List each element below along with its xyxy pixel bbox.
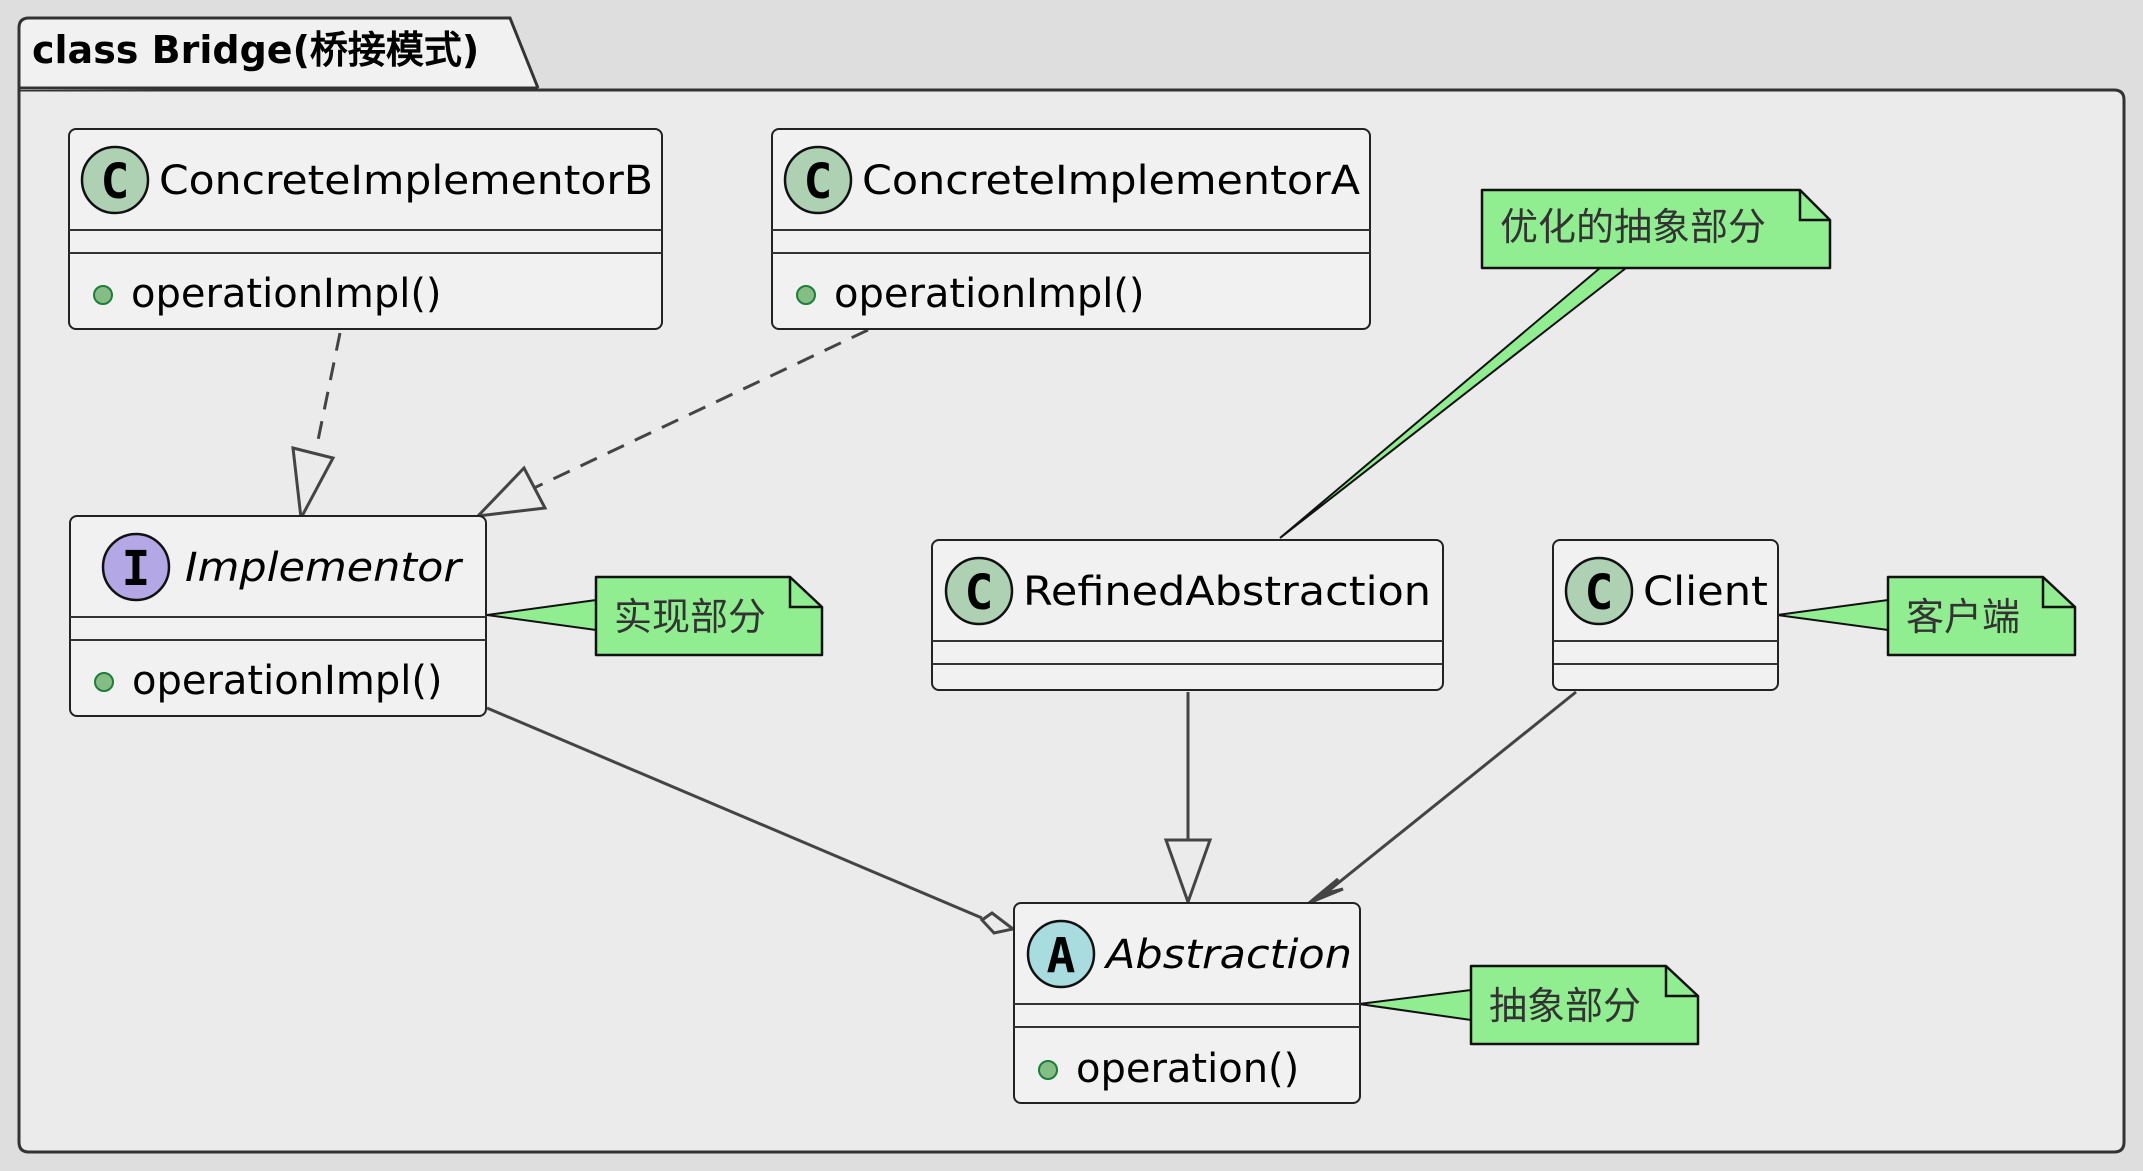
relationships <box>291 267 1889 1022</box>
realization-a-line <box>533 328 869 490</box>
method-name: operationImpl() <box>834 271 1145 317</box>
class-stereotype-glyph: C <box>965 565 994 621</box>
class-refined-abstraction: C RefinedAbstraction <box>931 539 1444 691</box>
method-name: operationImpl() <box>131 271 442 317</box>
note-refined-abstraction: 优化的抽象部分 <box>1480 188 1832 270</box>
interface-stereotype-glyph: I <box>122 541 151 597</box>
note-text: 实现部分 <box>614 595 766 639</box>
interface-i-icon <box>101 532 171 602</box>
abstract-class-name: Abstraction <box>1103 932 1352 978</box>
note-abstraction: 抽象部分 <box>1469 964 1700 1046</box>
realization-a-arrowhead <box>474 465 548 518</box>
package-title: class Bridge(桥接模式) <box>32 28 479 72</box>
note-implementor: 实现部分 <box>594 575 824 657</box>
public-visibility-icon <box>93 285 113 305</box>
public-visibility-icon <box>796 285 816 305</box>
public-visibility-icon <box>94 672 114 692</box>
client-association-line <box>1321 690 1577 898</box>
abstract-stereotype-glyph: A <box>1047 928 1076 984</box>
class-name: RefinedAbstraction <box>1023 569 1431 615</box>
interface-implementor: I Implementor operationImpl() <box>69 515 487 717</box>
client-association-arrowhead <box>1308 877 1344 905</box>
note-client: 客户端 <box>1886 575 2077 657</box>
aggregation-line <box>486 706 983 920</box>
abstract-a-icon <box>1026 919 1096 989</box>
method-name: operationImpl() <box>132 658 443 704</box>
method-name: operation() <box>1076 1046 1299 1092</box>
generalization-arrowhead <box>1163 838 1213 907</box>
class-client: C Client <box>1552 539 1779 691</box>
class-c-icon <box>944 556 1014 626</box>
class-c-icon <box>80 145 150 215</box>
class-c-icon <box>783 145 853 215</box>
realization-b-arrowhead <box>291 446 336 523</box>
note-text: 优化的抽象部分 <box>1500 205 1766 249</box>
note-text: 客户端 <box>1906 595 2020 639</box>
realization-b-line <box>314 332 342 451</box>
class-concrete-implementor-b: C ConcreteImplementorB operationImpl() <box>68 128 663 330</box>
abstract-class-abstraction: A Abstraction operation() <box>1013 902 1361 1104</box>
note-text: 抽象部分 <box>1489 984 1641 1028</box>
class-name: ConcreteImplementorA <box>862 158 1361 204</box>
class-stereotype-glyph: C <box>804 154 833 210</box>
interface-name: Implementor <box>185 545 464 591</box>
class-stereotype-glyph: C <box>1585 565 1614 621</box>
public-visibility-icon <box>1038 1060 1058 1080</box>
class-concrete-implementor-a: C ConcreteImplementorA operationImpl() <box>771 128 1371 330</box>
class-name: Client <box>1643 569 1768 615</box>
class-name: ConcreteImplementorB <box>159 158 653 204</box>
aggregation-diamond <box>979 911 1017 935</box>
class-stereotype-glyph: C <box>101 154 130 210</box>
class-c-icon <box>1564 556 1634 626</box>
